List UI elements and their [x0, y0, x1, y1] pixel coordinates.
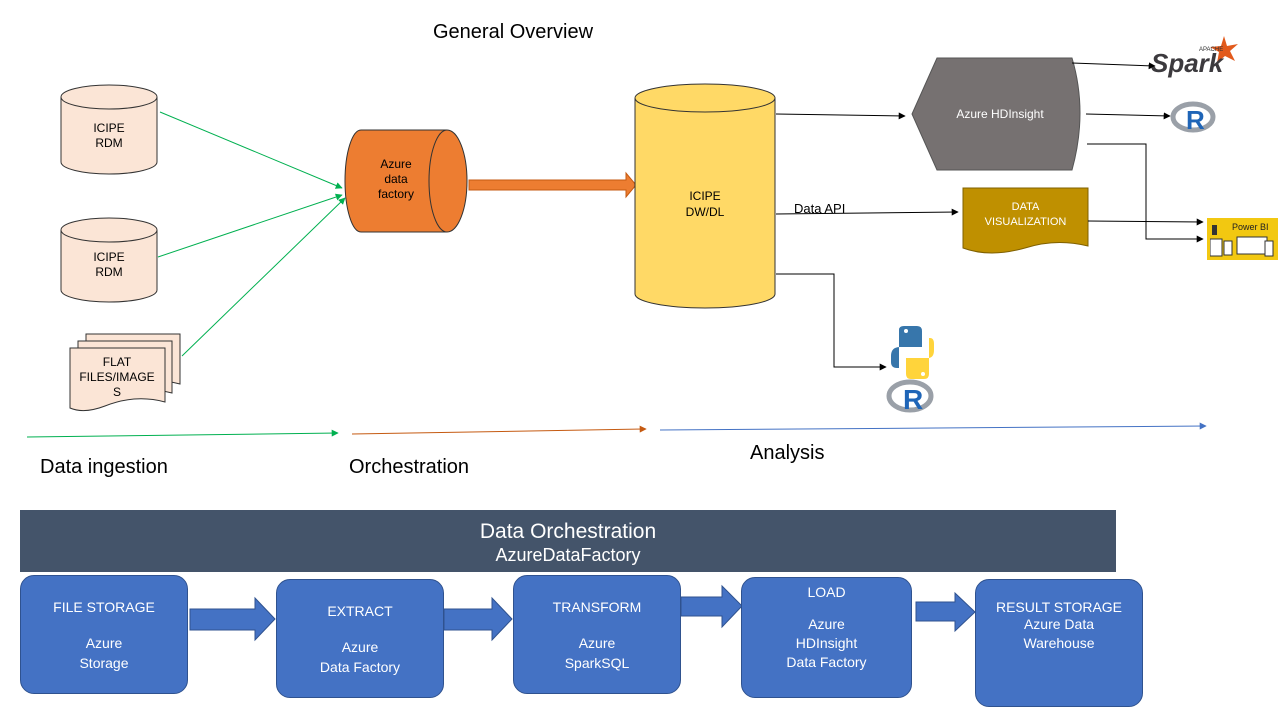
spark-logo-text: Spark [1151, 48, 1224, 78]
step-title: LOAD [807, 584, 846, 600]
r-logo-icon-bottom [886, 379, 934, 413]
hdinsight-to-spark-arrow [1071, 62, 1156, 70]
pipeline-arrow-1 [189, 596, 276, 642]
warehouse-line-2: DW/DL [685, 205, 725, 219]
pipeline-step-result-storage: RESULT STORAGE Azure Data Warehouse [975, 579, 1143, 707]
ingestion-stage-arrow [26, 429, 339, 438]
flat-files-line-3: S [112, 385, 121, 399]
step-title: RESULT STORAGE [995, 599, 1123, 615]
warehouse-cylinder [634, 83, 776, 309]
stage-ingestion-label: Data ingestion [40, 456, 168, 478]
spark-flame-icon [1210, 36, 1238, 63]
hdinsight-to-r-arrow [1085, 112, 1171, 120]
step-detail: Azure HDInsight Data Factory [786, 616, 867, 670]
page-title: General Overview [433, 21, 594, 43]
rdm-1-line-1: ICIPE [93, 121, 125, 135]
powerbi-devices-icon [1210, 225, 1233, 257]
visualization-shape [962, 187, 1089, 254]
flat-files-line-1: FLAT [102, 355, 132, 369]
data-factory-cylinder [344, 129, 468, 233]
step-title: TRANSFORM [552, 599, 642, 615]
orchestration-banner: Data Orchestration AzureDataFactory [20, 510, 1116, 572]
step-title: EXTRACT [327, 603, 393, 619]
hdinsight-to-powerbi-arrow [1087, 143, 1204, 243]
warehouse-to-visualization-arrow [775, 208, 959, 216]
factory-line-3: factory [377, 187, 414, 201]
rdm-2-line-1: ICIPE [93, 250, 125, 264]
rdm-1-label: ICIPE RDM [61, 121, 157, 151]
visualization-to-powerbi-arrow [1087, 218, 1204, 226]
step-detail: Azure Data Warehouse [1023, 616, 1095, 651]
orchestration-stage-arrow [351, 425, 647, 435]
visualization-label: DATA VISUALIZATION [963, 200, 1088, 230]
pipeline-arrow-2 [443, 596, 513, 642]
step-detail: Azure SparkSQL [564, 635, 630, 671]
ingest-arrow-2 [157, 193, 343, 258]
banner-subtitle: AzureDataFactory [495, 545, 641, 565]
powerbi-laptop-icon [1236, 236, 1274, 257]
stage-orchestration-label: Orchestration [349, 456, 470, 478]
flat-files-line-2: FILES/IMAGE [79, 370, 155, 384]
hdinsight-shape [911, 57, 1081, 171]
pipeline-step-transform: TRANSFORM Azure SparkSQL [513, 575, 681, 694]
rdm-database-1 [60, 84, 158, 175]
flat-files-stack [69, 333, 181, 412]
step-detail: Azure Data Factory [319, 639, 401, 675]
step-detail: Azure Storage [79, 635, 129, 671]
ingest-arrow-1 [159, 111, 343, 189]
r-logo-letter-top: R [1186, 105, 1205, 135]
factory-line-1: Azure [380, 157, 412, 171]
warehouse-to-hdinsight-arrow [775, 112, 906, 120]
r-logo-icon-top [1170, 101, 1216, 133]
rdm-2-line-2: RDM [95, 265, 123, 279]
visualization-line-1: DATA [1011, 201, 1040, 213]
rdm-2-label: ICIPE RDM [61, 250, 157, 280]
pipeline-arrow-4 [915, 591, 976, 633]
factory-label: Azure data factory [364, 157, 428, 202]
warehouse-line-1: ICIPE [689, 189, 721, 203]
ingest-arrow-3 [181, 197, 346, 357]
python-logo-icon [891, 326, 934, 379]
rdm-1-line-2: RDM [95, 136, 123, 150]
pipeline-step-file-storage: FILE STORAGE Azure Storage [20, 575, 188, 694]
factory-to-warehouse-arrow [468, 171, 637, 199]
powerbi-logo: Power BI [1207, 218, 1278, 260]
flat-files-label: FLAT FILES/IMAGE S [70, 355, 164, 400]
banner-title: Data Orchestration [479, 520, 657, 543]
stage-analysis-label: Analysis [750, 442, 825, 464]
warehouse-to-python-arrow [776, 273, 887, 371]
r-logo-letter-bottom: R [903, 384, 924, 415]
spark-logo-small-text: APACHE [1199, 47, 1224, 53]
pipeline-step-extract: EXTRACT Azure Data Factory [276, 579, 444, 698]
step-title: FILE STORAGE [53, 599, 155, 615]
rdm-database-2 [60, 217, 158, 303]
powerbi-label: Power BI [1232, 222, 1269, 232]
warehouse-label: ICIPE DW/DL [635, 188, 775, 220]
analysis-stage-arrow [659, 422, 1207, 431]
data-api-label: Data API [794, 201, 846, 216]
hdinsight-label: Azure HDInsight [956, 107, 1044, 121]
pipeline-step-load: LOAD Azure HDInsight Data Factory [741, 577, 912, 698]
pipeline-arrow-3 [680, 584, 743, 629]
visualization-line-2: VISUALIZATION [984, 216, 1067, 228]
factory-line-2: data [384, 172, 408, 186]
